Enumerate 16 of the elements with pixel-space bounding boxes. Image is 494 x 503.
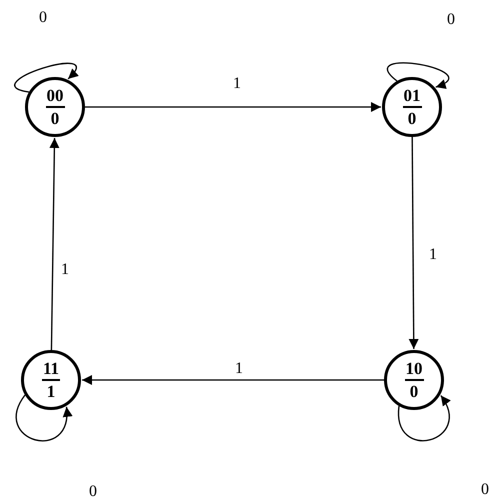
transition-arrow <box>49 138 60 350</box>
state-code: 10 <box>404 360 424 380</box>
transition-arrow <box>85 102 381 112</box>
state-code: 11 <box>42 360 60 380</box>
state-output: 1 <box>46 380 56 400</box>
self-loop-arrow <box>386 62 450 88</box>
state-output: 0 <box>410 380 418 400</box>
self-loop-arrow <box>14 62 78 93</box>
state-output: 0 <box>408 108 416 128</box>
state-output: 0 <box>50 108 60 128</box>
self-loop-arrow <box>398 395 450 442</box>
self-loop-arrow <box>16 394 72 442</box>
state-code: 00 <box>46 86 64 108</box>
transition-arrow <box>408 137 419 349</box>
transition-arrow <box>82 375 384 385</box>
state-code: 01 <box>402 86 422 108</box>
